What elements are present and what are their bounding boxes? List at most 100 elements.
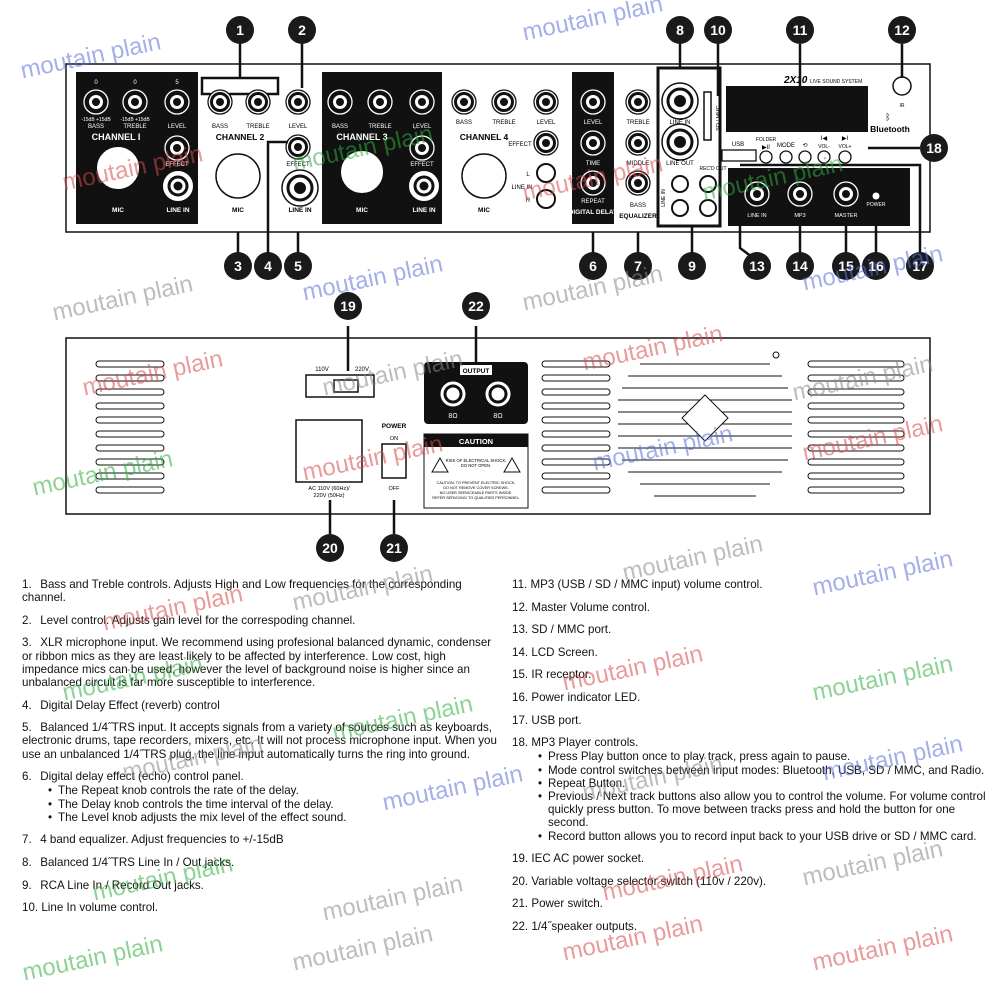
ch1-xlr-input[interactable]	[95, 145, 141, 191]
master-volume-knob[interactable]	[832, 180, 860, 208]
note-text: Power switch.	[531, 897, 603, 911]
note-number: 11.	[512, 578, 528, 591]
note-text: IEC AC power socket.	[531, 852, 645, 866]
callout-17-number: 17	[912, 258, 928, 274]
delay-repeat-knob[interactable]	[579, 169, 607, 197]
usb-label: USB	[732, 142, 744, 148]
repeat-button[interactable]	[798, 150, 812, 164]
ch4-title: CHANNEL 4	[460, 132, 509, 142]
ch3-treble-knob[interactable]	[366, 88, 394, 116]
trs-line-out-jack[interactable]	[660, 122, 700, 162]
ch4-xlr-input[interactable]	[461, 153, 507, 199]
usb-port[interactable]	[721, 149, 757, 162]
note-text: Line In volume control.	[41, 901, 159, 915]
delay-time-knob[interactable]	[579, 129, 607, 157]
warning-icon	[431, 456, 449, 473]
rear-center-vent	[541, 360, 611, 494]
note-text: Level control. Adjusts gain level for th…	[40, 613, 356, 627]
voltage-switch-slider[interactable]	[333, 379, 359, 393]
ch2-xlr-input[interactable]	[215, 153, 261, 199]
mp3-volume-knob[interactable]	[786, 180, 814, 208]
rca-in-r[interactable]	[671, 199, 689, 217]
eq-middle-label: MIDDLE	[627, 161, 650, 167]
ch2-level-knob[interactable]	[284, 88, 312, 116]
callout-5-number: 5	[294, 258, 302, 274]
callout-18-number: 18	[926, 140, 942, 156]
ch2-effect-knob[interactable]	[284, 133, 312, 161]
note-number: 12.	[512, 600, 529, 614]
ch3-mic-label: MIC	[356, 207, 368, 214]
watermark: moutain plain	[20, 930, 166, 987]
note-text: Bass and Treble controls. Adjusts High a…	[22, 578, 462, 605]
ch3-xlr-input[interactable]	[339, 149, 385, 195]
mode-button[interactable]	[779, 150, 793, 164]
note-item: 1. Bass and Treble controls. Adjusts Hig…	[22, 578, 497, 604]
ch3-level-label: LEVEL	[413, 124, 432, 130]
eq-middle-knob[interactable]	[624, 129, 652, 157]
callout-4-number: 4	[264, 258, 272, 274]
rca-in-l[interactable]	[671, 175, 689, 193]
trs-line-in-jack[interactable]	[660, 81, 700, 121]
note-bullet: The Repeat knob controls the rate of the…	[48, 784, 497, 797]
rca-out-label: REC'D OUT	[699, 166, 726, 172]
note-text: MP3 (USB / SD / MMC input) volume contro…	[530, 578, 763, 591]
ch3-bass-label: BASS	[332, 124, 348, 130]
prev-button[interactable]	[817, 150, 831, 164]
ch1-treble-knob[interactable]	[121, 88, 149, 116]
rca-out-r[interactable]	[699, 199, 717, 217]
callout-16-number: 16	[868, 258, 884, 274]
sd-slot[interactable]	[703, 91, 712, 141]
ch1-level-knob[interactable]	[163, 88, 191, 116]
callout-14-number: 14	[792, 258, 808, 274]
note-item: 2. Level control. Adjusts gain level for…	[22, 614, 497, 627]
note-text: Balanced 1/4˝TRS Line In / Out jacks.	[40, 855, 235, 869]
ch4-r-label: R	[526, 198, 531, 204]
v110-label: 110V	[315, 367, 329, 373]
ch4-effect-knob[interactable]	[532, 129, 560, 157]
caution-title: CAUTION	[459, 437, 493, 446]
note-item: 22. 1/4˝speaker outputs.	[512, 920, 987, 933]
ch1-level-label: LEVEL	[168, 124, 187, 130]
ch4-treble-knob[interactable]	[490, 88, 518, 116]
power-switch[interactable]	[381, 443, 407, 479]
callout-12-badge	[888, 16, 916, 44]
callout-11-number: 11	[793, 22, 808, 38]
note-number: 3.	[22, 636, 32, 650]
ch1-bass-label: BASS	[88, 124, 104, 130]
ch3-effect-knob[interactable]	[408, 134, 436, 162]
eq-treble-knob[interactable]	[624, 88, 652, 116]
ac-label-1: AC 110V (60Hz)/	[308, 486, 350, 492]
callout-16-badge	[862, 252, 890, 280]
callout-19-number: 19	[340, 298, 356, 314]
ch3-effect-label: EFFECT	[410, 162, 434, 168]
ch2-bass-knob[interactable]	[206, 88, 234, 116]
delay-level-knob[interactable]	[579, 88, 607, 116]
next-button[interactable]	[838, 150, 852, 164]
note-bullet: Repeat Button.	[538, 777, 987, 790]
ch4-mic-label: MIC	[478, 207, 490, 214]
play-button[interactable]	[759, 150, 773, 164]
rear-right-vent	[807, 360, 905, 494]
ch1-bass-knob[interactable]	[82, 88, 110, 116]
ch4-level-knob[interactable]	[532, 88, 560, 116]
ch2-line-jack[interactable]	[280, 168, 320, 208]
ch4-rca-l[interactable]	[536, 163, 556, 183]
iec-socket[interactable]	[295, 419, 363, 483]
ch2-treble-knob[interactable]	[244, 88, 272, 116]
eq-bass-knob[interactable]	[624, 169, 652, 197]
callout-13-number: 13	[749, 258, 765, 274]
ch1-effect-knob[interactable]	[163, 134, 191, 162]
rca-out-l[interactable]	[699, 175, 717, 193]
note-text: SD / MMC port.	[531, 623, 612, 637]
ch1-linein-label: LINE IN	[166, 207, 189, 214]
ch4-rca-r[interactable]	[536, 189, 556, 209]
eq-bass-label: BASS	[630, 203, 646, 209]
ch3-bass-knob[interactable]	[326, 88, 354, 116]
linein-volume-knob[interactable]	[743, 180, 771, 208]
ch4-bass-knob[interactable]	[450, 88, 478, 116]
callout-17-badge	[906, 252, 934, 280]
output-title: OUTPUT	[463, 368, 490, 375]
ch3-level-knob[interactable]	[408, 88, 436, 116]
vol-minus-label: VOL-	[818, 144, 830, 150]
callout-1-badge	[226, 16, 254, 44]
